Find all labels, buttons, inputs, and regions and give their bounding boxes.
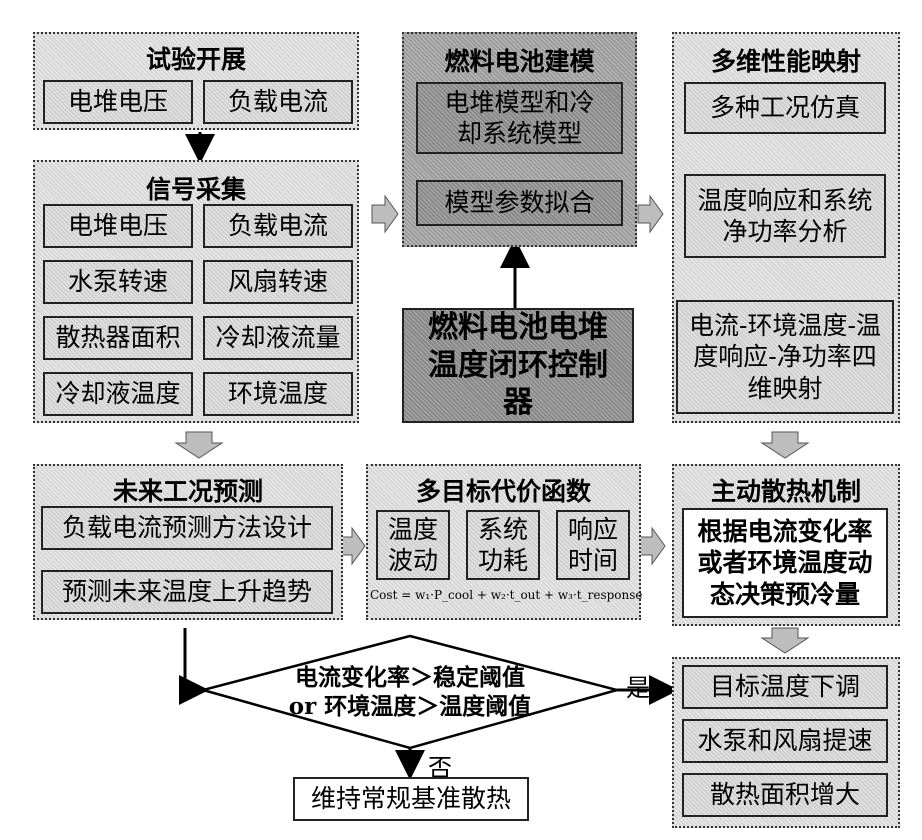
forecast-title: 未来工况预测 xyxy=(35,472,341,508)
active-title: 主动散热机制 xyxy=(674,472,898,508)
block-arrow-decision-actions xyxy=(762,628,808,653)
controller-box: 燃料电池电堆温度闭环控制器 xyxy=(402,308,634,423)
condition-line-1: 电流变化率＞稳定阈值 xyxy=(250,664,570,693)
block-arrow-cost-active xyxy=(640,528,665,564)
modeling-title: 燃料电池建模 xyxy=(404,42,635,78)
experiment-panel: 试验开展 电堆电压 负载电流 xyxy=(33,32,359,130)
modeling-item-stack-model: 电堆模型和冷却系统模型 xyxy=(416,82,623,154)
active-panel: 主动散热机制 根据电流变化率或者环境温度动态决策预冷量 xyxy=(672,464,900,626)
cost-formula: Cost = w₁·P_cool + w₂·t_out + w₃·t_respo… xyxy=(370,588,637,602)
cost-panel: 多目标代价函数 温度波动 系统功耗 响应时间 Cost = w₁·P_cool … xyxy=(366,464,641,620)
signal-panel: 信号采集 电堆电压 负载电流 水泵转速 风扇转速 散热器面积 冷却液流量 冷却液… xyxy=(33,160,359,423)
cost-item-temp-fluctuation: 温度波动 xyxy=(376,510,450,580)
signal-item-radiator-area: 散热器面积 xyxy=(43,316,193,360)
experiment-item-current: 负载电流 xyxy=(203,80,353,124)
active-decision-box: 根据电流变化率或者环境温度动态决策预冷量 xyxy=(682,508,888,618)
cost-item-response-time: 响应时间 xyxy=(556,510,630,580)
forecast-panel: 未来工况预测 负载电流预测方法设计 预测未来温度上升趋势 xyxy=(33,464,343,620)
experiment-item-voltage: 电堆电压 xyxy=(43,80,193,124)
condition-text: 电流变化率＞稳定阈值 or 环境温度＞温度阈值 xyxy=(250,664,570,722)
signal-item-ambient-temp: 环境温度 xyxy=(203,372,353,416)
actions-panel: 目标温度下调 水泵和风扇提速 散热面积增大 xyxy=(672,657,900,828)
signal-item-pump-speed: 水泵转速 xyxy=(43,260,193,304)
default-action-box: 维持常规基准散热 xyxy=(293,777,529,821)
action-increase-radiator-area: 散热面积增大 xyxy=(682,773,888,817)
mapping-item-4d-map: 电流-环境温度-温度响应-净功率四维映射 xyxy=(676,300,894,414)
forecast-item-trend: 预测未来温度上升趋势 xyxy=(41,570,333,614)
mapping-title: 多维性能映射 xyxy=(674,42,898,78)
forecast-item-method: 负载电流预测方法设计 xyxy=(41,506,333,550)
block-arrow-forecast-cost xyxy=(340,528,365,564)
cost-title: 多目标代价函数 xyxy=(368,472,639,508)
mapping-item-simulation: 多种工况仿真 xyxy=(684,82,886,134)
arrow-forecast-condition xyxy=(185,628,203,690)
experiment-title: 试验开展 xyxy=(35,40,357,76)
signal-title: 信号采集 xyxy=(35,170,357,206)
mapping-item-analysis: 温度响应和系统净功率分析 xyxy=(684,174,886,258)
signal-item-current: 负载电流 xyxy=(203,204,353,248)
action-lower-target-temp: 目标温度下调 xyxy=(682,665,888,709)
block-arrow-signal-forecast xyxy=(176,432,222,458)
condition-line-2: or 环境温度＞温度阈值 xyxy=(250,693,570,722)
modeling-item-fit: 模型参数拟合 xyxy=(416,180,623,226)
signal-item-fan-speed: 风扇转速 xyxy=(203,260,353,304)
block-arrow-model-mapping xyxy=(638,196,663,232)
block-arrow-mapping-active xyxy=(762,432,808,458)
cost-item-power: 系统功耗 xyxy=(466,510,540,580)
mapping-panel: 多维性能映射 多种工况仿真 温度响应和系统净功率分析 电流-环境温度-温度响应-… xyxy=(672,32,900,423)
condition-yes-label: 是 xyxy=(626,668,650,703)
block-arrow-signal-model xyxy=(372,196,398,232)
signal-item-voltage: 电堆电压 xyxy=(43,204,193,248)
modeling-panel: 燃料电池建模 电堆模型和冷却系统模型 模型参数拟合 xyxy=(402,32,637,247)
signal-item-coolant-temp: 冷却液温度 xyxy=(43,372,193,416)
signal-item-coolant-flow: 冷却液流量 xyxy=(203,316,353,360)
action-boost-pump-fan: 水泵和风扇提速 xyxy=(682,719,888,763)
